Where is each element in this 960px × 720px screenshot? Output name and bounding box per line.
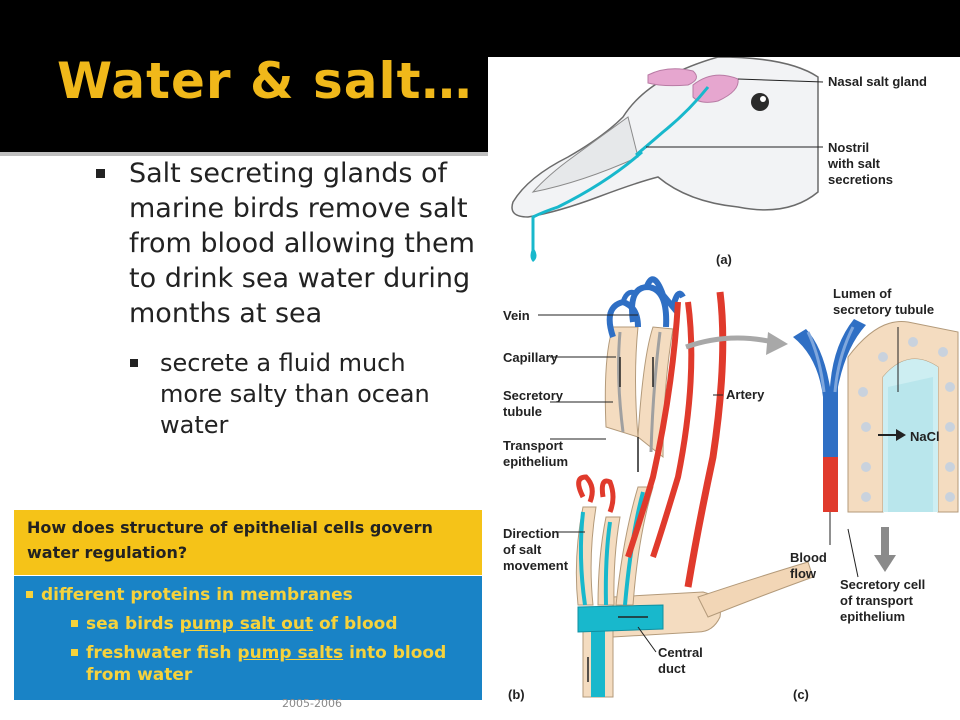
label-direction-2: of salt — [503, 542, 542, 557]
answer-item-3: freshwater fish pump salts into blood fr… — [71, 642, 471, 686]
label-direction-1: Direction — [503, 526, 559, 541]
panel-label-a: (a) — [716, 252, 732, 267]
slide-title: Water & salt… — [57, 52, 473, 110]
label-cell-1: Secretory cell — [840, 577, 925, 592]
secretory-tubule-illustration — [538, 276, 814, 698]
label-blood-1: Blood — [790, 550, 827, 565]
label-nostril-2: with salt — [827, 156, 881, 171]
answer-text-1: different proteins in membranes — [41, 585, 353, 605]
answer-3-prefix: freshwater fish — [86, 643, 238, 663]
pump-salt-out-link[interactable]: pump salt out — [179, 614, 314, 634]
square-bullet-icon — [71, 649, 78, 656]
label-nasal-salt-gland: Nasal salt gland — [828, 74, 927, 89]
square-bullet-icon — [71, 620, 78, 627]
label-nacl: NaCl — [910, 429, 940, 444]
salt-gland-figure: Nasal salt gland Nostril with salt secre… — [488, 57, 960, 707]
bird-head-illustration — [511, 57, 824, 262]
label-artery: Artery — [726, 387, 765, 402]
label-central-2: duct — [658, 661, 686, 676]
label-direction-3: movement — [503, 558, 569, 573]
question-text: How does structure of epithelial cells g… — [27, 518, 433, 562]
label-secretory-2: tubule — [503, 404, 542, 419]
label-central-1: Central — [658, 645, 703, 660]
label-lumen-2: secretory tubule — [833, 302, 934, 317]
answer-text-3: freshwater fish pump salts into blood fr… — [86, 642, 471, 686]
bullet-sub: secrete a fluid much more salty than oce… — [130, 348, 470, 441]
answer-box: different proteins in membranes sea bird… — [14, 576, 482, 700]
answer-text-2: sea birds pump salt out of blood — [86, 613, 471, 635]
question-box: How does structure of epithelial cells g… — [14, 510, 482, 575]
label-transport-2: epithelium — [503, 454, 568, 469]
answer-3-suffix: into blood from water — [86, 643, 447, 685]
label-blood-2: flow — [790, 566, 817, 581]
label-nostril-1: Nostril — [828, 140, 869, 155]
label-lumen-1: Lumen of — [833, 286, 892, 301]
answer-2-prefix: sea birds — [86, 614, 180, 634]
label-transport-1: Transport — [503, 438, 564, 453]
label-cell-2: of transport — [840, 593, 914, 608]
label-nostril-3: secretions — [828, 172, 893, 187]
panel-label-b: (b) — [508, 687, 525, 702]
answer-2-suffix: of blood — [313, 614, 398, 634]
pump-salts-link[interactable]: pump salts — [237, 643, 344, 663]
bullet-sub-text: secrete a fluid much more salty than oce… — [160, 349, 430, 439]
answer-item-1: different proteins in membranes — [26, 584, 466, 606]
square-bullet-icon — [130, 359, 138, 367]
footer-date: 2005-2006 — [282, 697, 342, 710]
square-bullet-icon — [96, 169, 105, 178]
bullet-main: Salt secreting glands of marine birds re… — [96, 156, 486, 331]
title-divider — [0, 152, 960, 156]
label-cell-3: epithelium — [840, 609, 905, 624]
square-bullet-icon — [26, 591, 33, 598]
panel-label-c: (c) — [793, 687, 809, 702]
label-vein: Vein — [503, 308, 530, 323]
bullet-main-text: Salt secreting glands of marine birds re… — [129, 158, 475, 329]
answer-item-2: sea birds pump salt out of blood — [71, 613, 471, 635]
label-capillary: Capillary — [503, 350, 559, 365]
epithelium-detail-illustration — [793, 319, 960, 578]
label-secretory-1: Secretory — [503, 388, 564, 403]
